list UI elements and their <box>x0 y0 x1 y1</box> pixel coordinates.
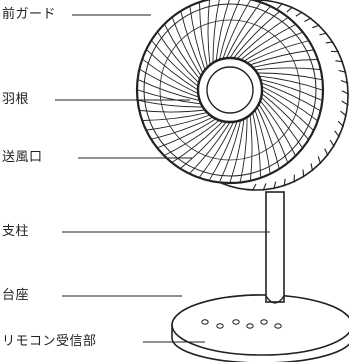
back-housing-ridges <box>251 2 349 192</box>
housing-ridge <box>312 24 320 29</box>
housing-ridge <box>295 11 303 17</box>
label-base: 台座 <box>2 288 30 303</box>
housing-ridge <box>337 120 345 128</box>
label-front-guard: 前ガード <box>2 7 57 22</box>
housing-ridge <box>262 183 267 191</box>
housing-ridge <box>325 41 334 44</box>
housing-ridge <box>335 60 344 63</box>
housing-ridge <box>302 169 305 178</box>
housing-ridge <box>329 139 335 148</box>
label-remote-receiver: リモコン受信部 <box>2 334 97 349</box>
base <box>171 294 349 362</box>
label-air-outlet: 送風口 <box>2 150 43 165</box>
label-support-pole: 支柱 <box>2 224 30 239</box>
housing-ridge <box>341 90 349 95</box>
housing-ridge <box>340 110 348 117</box>
housing-ridge <box>317 156 322 165</box>
housing-ridge <box>273 181 277 190</box>
support-pole <box>265 191 285 304</box>
housing-ridge <box>251 183 257 192</box>
housing-ridge <box>310 163 314 172</box>
housing-ridge <box>334 130 341 138</box>
label-blades: 羽根 <box>2 92 30 107</box>
leader-lines <box>55 14 270 343</box>
housing-ridge <box>340 79 349 84</box>
housing-ridge <box>286 6 294 13</box>
housing-ridge <box>304 17 312 22</box>
housing-ridge <box>319 32 328 36</box>
housing-ridge <box>283 178 286 187</box>
housing-ridge <box>338 69 347 73</box>
housing-ridge <box>341 100 349 106</box>
housing-ridge <box>276 2 284 10</box>
housing-ridge <box>324 148 329 157</box>
